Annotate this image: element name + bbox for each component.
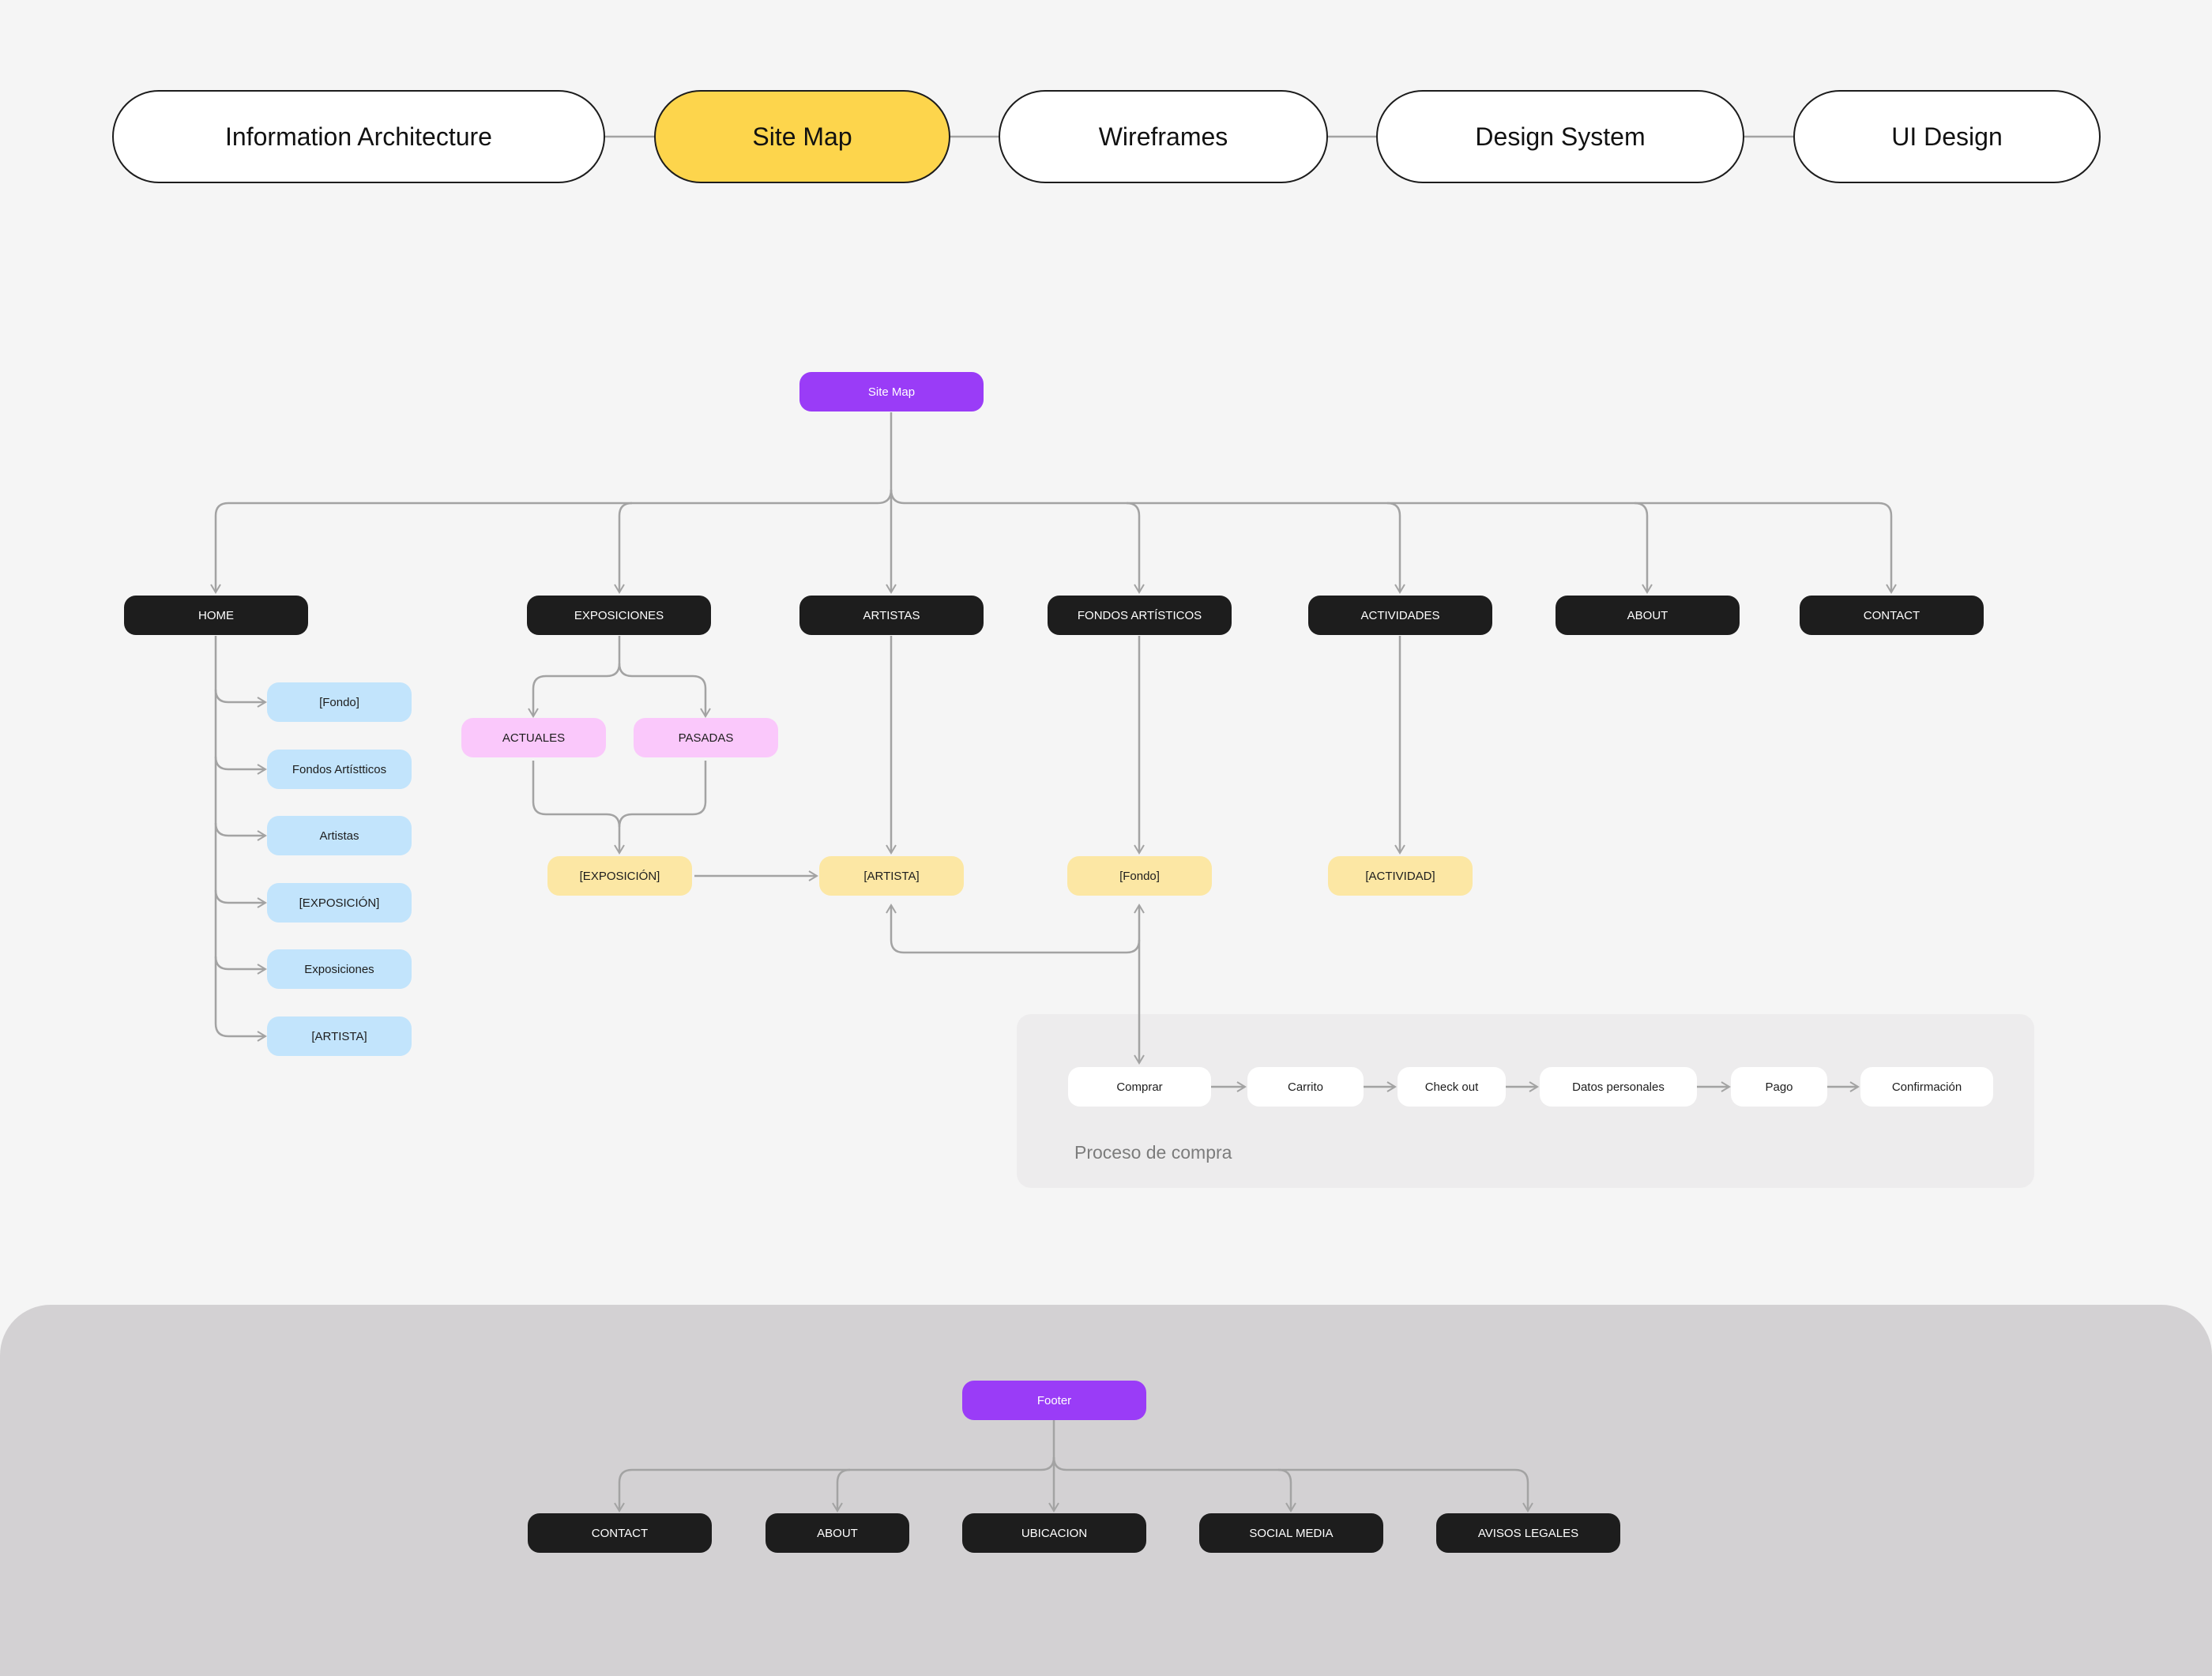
footer-item-contact: CONTACT (528, 1513, 712, 1553)
purchase-step-comprar: Comprar (1068, 1067, 1211, 1107)
footer-item-social-media: SOCIAL MEDIA (1199, 1513, 1383, 1553)
expo-child-actuales: ACTUALES (461, 718, 606, 757)
footer-item-avisos-legales: AVISOS LEGALES (1436, 1513, 1620, 1553)
expo-child-pasadas: PASADAS (634, 718, 778, 757)
section-actividades: ACTIVIDADES (1308, 596, 1492, 635)
footer-root-node: Footer (962, 1381, 1146, 1420)
home-child-exposicion: [EXPOSICIÓN] (267, 883, 412, 923)
home-child-fondo: [Fondo] (267, 682, 412, 722)
stage-ui-design[interactable]: UI Design (1793, 90, 2101, 183)
section-exposiciones: EXPOSICIONES (527, 596, 711, 635)
detail-page-exposicion: [EXPOSICIÓN] (547, 856, 692, 896)
home-child-artista: [ARTISTA] (267, 1016, 412, 1056)
purchase-step-confirmacion: Confirmación (1860, 1067, 1993, 1107)
section-about: ABOUT (1556, 596, 1740, 635)
section-home: HOME (124, 596, 308, 635)
home-child-artistas: Artistas (267, 816, 412, 855)
footer-item-ubicacion: UBICACION (962, 1513, 1146, 1553)
sitemap-root-node: Site Map (799, 372, 984, 411)
stage-site-map[interactable]: Site Map (654, 90, 950, 183)
home-child-fondos-artisticos: Fondos Artístticos (267, 750, 412, 789)
purchase-process-label: Proceso de compra (1074, 1142, 1232, 1163)
section-artistas: ARTISTAS (799, 596, 984, 635)
stage-wireframes[interactable]: Wireframes (999, 90, 1328, 183)
purchase-step-check-out: Check out (1398, 1067, 1506, 1107)
footer-item-about: ABOUT (766, 1513, 909, 1553)
home-child-exposiciones: Exposiciones (267, 949, 412, 989)
detail-page-fondo: [Fondo] (1067, 856, 1212, 896)
stage-design-system[interactable]: Design System (1376, 90, 1744, 183)
stage-information-architecture[interactable]: Information Architecture (112, 90, 605, 183)
purchase-step-pago: Pago (1731, 1067, 1827, 1107)
purchase-step-carrito: Carrito (1247, 1067, 1364, 1107)
section-contact: CONTACT (1800, 596, 1984, 635)
detail-page-artista: [ARTISTA] (819, 856, 964, 896)
purchase-step-datos-personales: Datos personales (1540, 1067, 1697, 1107)
detail-page-actividad: [ACTIVIDAD] (1328, 856, 1473, 896)
footer-panel (0, 1305, 2212, 1676)
section-fondos-artisticos: FONDOS ARTÍSTICOS (1048, 596, 1232, 635)
